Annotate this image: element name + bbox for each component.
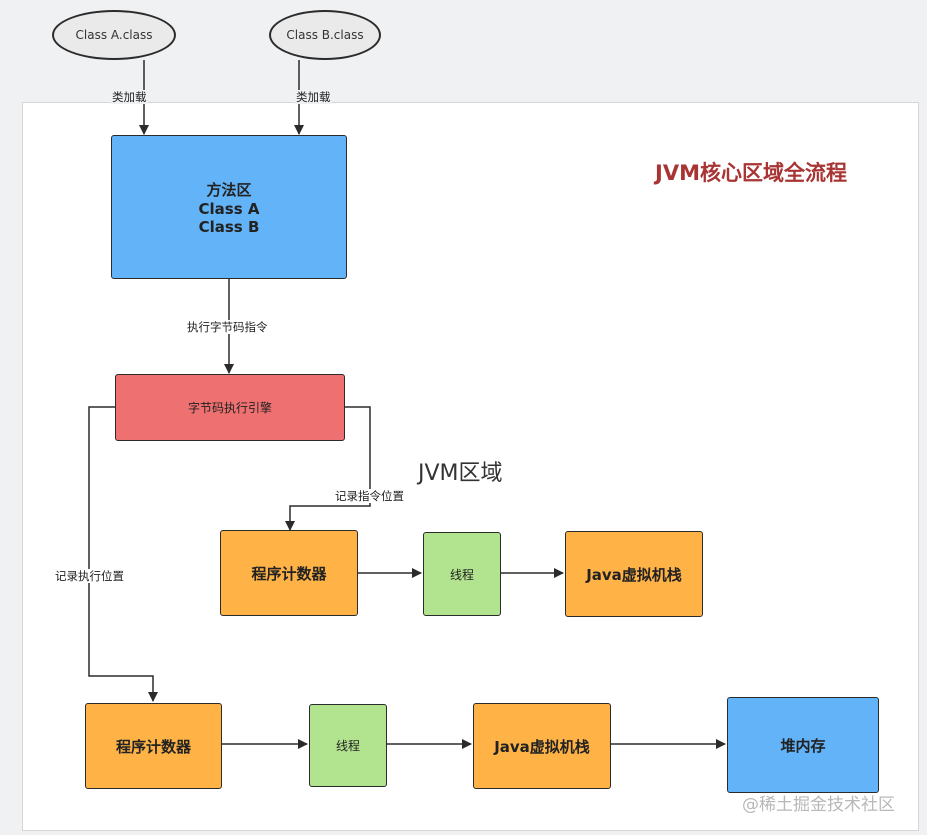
load-a-label: 类加载 <box>111 90 148 104</box>
stack-top-node: Java虚拟机栈 <box>565 531 703 617</box>
method-area-class-a: Class A <box>198 199 260 218</box>
watermark-text: @稀土掘金技术社区 <box>742 795 895 815</box>
thread-bottom-node: 线程 <box>309 704 387 787</box>
stack-bottom-node: Java虚拟机栈 <box>473 703 611 789</box>
class-a-label: Class A.class <box>75 28 153 42</box>
execute-label: 执行字节码指令 <box>186 320 269 334</box>
stack-top-label: Java虚拟机栈 <box>586 565 682 584</box>
class-a-node: Class A.class <box>52 10 176 60</box>
record-exec-label: 记录执行位置 <box>54 569 125 583</box>
pc-bottom-node: 程序计数器 <box>85 703 222 789</box>
main-title: JVM核心区域全流程 <box>655 161 847 185</box>
engine-node: 字节码执行引擎 <box>115 374 345 441</box>
load-b-label: 类加载 <box>295 90 332 104</box>
class-b-node: Class B.class <box>269 10 381 60</box>
method-area-class-b: Class B <box>198 217 260 236</box>
thread-top-node: 线程 <box>423 532 501 616</box>
heap-node: 堆内存 <box>727 697 879 793</box>
stack-bottom-label: Java虚拟机栈 <box>494 737 590 756</box>
method-area-node: 方法区 Class A Class B <box>111 135 347 279</box>
pc-top-label: 程序计数器 <box>251 564 327 583</box>
pc-bottom-label: 程序计数器 <box>115 737 191 756</box>
edge-record-exec <box>88 406 158 702</box>
pc-top-node: 程序计数器 <box>220 530 358 616</box>
class-b-label: Class B.class <box>286 28 364 42</box>
thread-bottom-label: 线程 <box>335 739 360 753</box>
engine-label: 字节码执行引擎 <box>187 401 272 415</box>
edge-record-instr <box>285 406 371 531</box>
thread-top-label: 线程 <box>449 567 474 582</box>
method-area-title: 方法区 <box>206 180 252 199</box>
record-instr-label: 记录指令位置 <box>334 489 405 503</box>
region-title: JVM区域 <box>418 461 503 486</box>
heap-label: 堆内存 <box>780 736 826 755</box>
